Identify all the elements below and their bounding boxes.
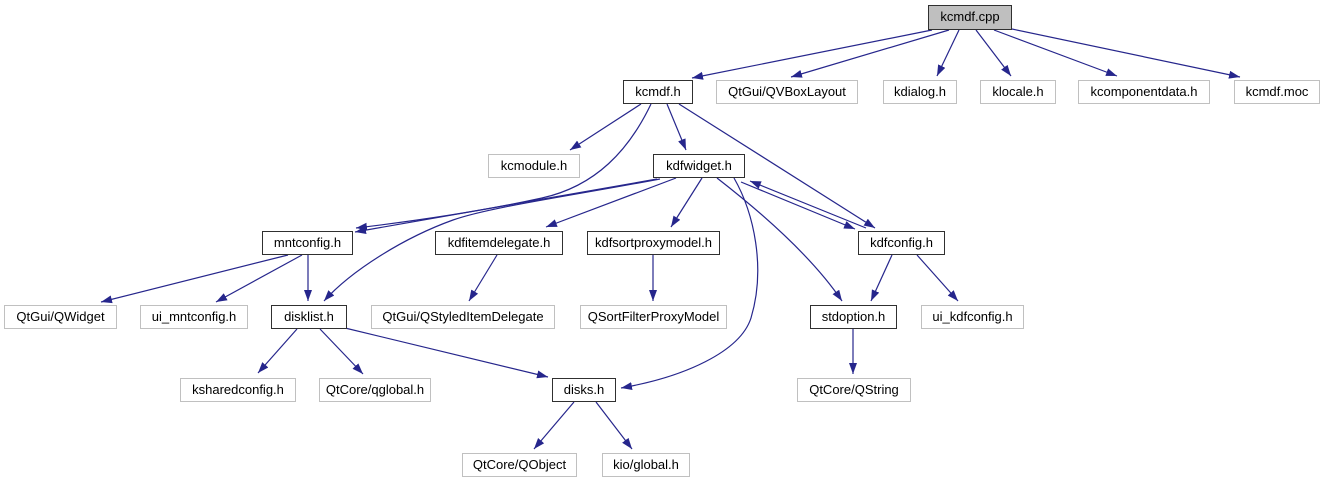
edge-kdfitemdelegate-h--qtgui-qstyleditemdelegate: [468, 254, 498, 302]
node-kcmodule-h: kcmodule.h: [488, 154, 580, 178]
node-kio-global-h: kio/global.h: [602, 453, 690, 477]
node-kcmdf-cpp: kcmdf.cpp: [928, 5, 1012, 30]
node-qtgui-qvboxlayout: QtGui/QVBoxLayout: [716, 80, 858, 104]
edge-mntconfig-h--ui-mntconfig-h: [215, 254, 303, 303]
node-ksharedconfig-h: ksharedconfig.h: [180, 378, 296, 402]
node-qtcore-qstring: QtCore/QString: [797, 378, 911, 402]
node-stdoption-h[interactable]: stdoption.h: [810, 305, 897, 329]
edge-kdfwidget-h--mntconfig-h: [354, 178, 658, 235]
edge-kdfconfig-h--ui-kdfconfig-h: [916, 254, 959, 302]
node-qtgui-qstyleditemdelegate: QtGui/QStyledItemDelegate: [371, 305, 555, 329]
edge-kcmdf-h--kcmodule-h: [569, 103, 642, 151]
edge-kcmdf-cpp--qtgui-qvboxlayout: [790, 29, 950, 78]
edge-kdfconfig-h--kdfwidget-h: [749, 180, 867, 229]
edge-kdfwidget-h--disklist-h: [323, 178, 661, 302]
edge-kcmdf-cpp--kcmdf-h: [691, 29, 933, 80]
node-kdfconfig-h[interactable]: kdfconfig.h: [858, 231, 945, 255]
node-klocale-h: klocale.h: [980, 80, 1056, 104]
node-kdfsortproxymodel-h[interactable]: kdfsortproxymodel.h: [587, 231, 720, 255]
edge-disks-h--qtcore-qobject: [533, 401, 575, 450]
node-kdfitemdelegate-h[interactable]: kdfitemdelegate.h: [435, 231, 563, 255]
node-mntconfig-h[interactable]: mntconfig.h: [262, 231, 353, 255]
node-kcomponentdata-h: kcomponentdata.h: [1078, 80, 1210, 104]
node-disks-h[interactable]: disks.h: [552, 378, 616, 402]
edge-kcmdf-cpp--kcomponentdata-h: [993, 29, 1118, 77]
node-qsortfilterproxymodel: QSortFilterProxyModel: [580, 305, 727, 329]
node-ui-mntconfig-h: ui_mntconfig.h: [140, 305, 248, 329]
node-kdfwidget-h[interactable]: kdfwidget.h: [653, 154, 745, 178]
node-kcmdf-h[interactable]: kcmdf.h: [623, 80, 693, 104]
edge-kcmdf-h--kdfconfig-h: [678, 103, 876, 229]
edge-kcmdf-h--kdfwidget-h: [666, 103, 687, 151]
edge-disks-h--kio-global-h: [595, 401, 633, 450]
edge-disklist-h--qtcore-qglobal-h: [319, 328, 364, 375]
edge-kcmdf-cpp--kcmdf-moc: [1011, 28, 1241, 79]
node-kcmdf-moc: kcmdf.moc: [1234, 80, 1320, 104]
node-qtcore-qobject: QtCore/QObject: [462, 453, 577, 477]
node-ui-kdfconfig-h: ui_kdfconfig.h: [921, 305, 1024, 329]
edge-kdfwidget-h--disks-h: [620, 177, 759, 391]
edge-kcmdf-cpp--kdialog-h: [936, 29, 960, 77]
edge-disklist-h--ksharedconfig-h: [257, 328, 298, 374]
edge-disklist-h--disks-h: [344, 327, 549, 379]
edge-kdfwidget-h--stdoption-h: [716, 177, 843, 302]
node-kdialog-h: kdialog.h: [883, 80, 957, 104]
node-qtcore-qglobal-h: QtCore/qglobal.h: [319, 378, 431, 402]
edge-kdfwidget-h--kdfsortproxymodel-h: [670, 177, 703, 228]
edge-group: [100, 28, 1241, 450]
edge-mntconfig-h--qtgui-qwidget: [100, 254, 289, 304]
node-disklist-h[interactable]: disklist.h: [271, 305, 347, 329]
node-qtgui-qwidget: QtGui/QWidget: [4, 305, 117, 329]
edge-kdfconfig-h--stdoption-h: [870, 254, 893, 302]
edge-kdfwidget-h--kdfitemdelegate-h: [545, 177, 677, 228]
edge-kcmdf-h--mntconfig-h: [355, 103, 652, 231]
edge-kdfwidget-h--kdfconfig-h: [740, 181, 856, 230]
edge-kcmdf-cpp--klocale-h: [975, 29, 1012, 77]
